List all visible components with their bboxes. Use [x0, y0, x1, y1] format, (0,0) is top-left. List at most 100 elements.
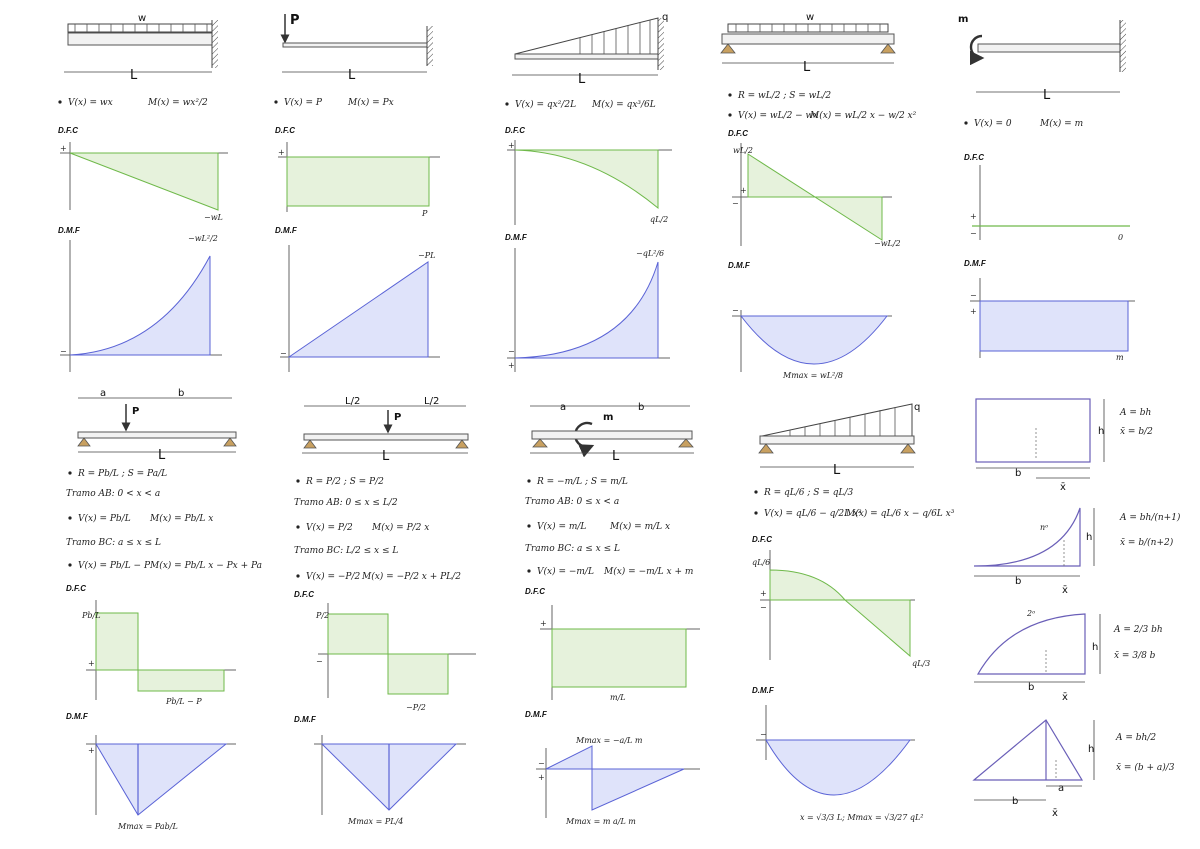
dfc-value-2: − — [316, 657, 323, 666]
span-label: L — [348, 68, 356, 83]
parab-area: A = 2/3 bh — [1113, 625, 1163, 635]
moment-diagram — [287, 261, 429, 358]
parab-b: b — [1028, 682, 1034, 693]
parab-x: x̄ — [1062, 692, 1068, 703]
load-label: P — [132, 406, 139, 417]
dmf-value-3: + — [538, 773, 545, 782]
triangular-load — [761, 403, 913, 437]
moment-diagram — [979, 300, 1129, 352]
beam-1: w L V(x) = wx M(x) = wx²/2 D.F.C + −wL D… — [58, 13, 228, 372]
formula-V-BC: V(x) = −P/2 — [306, 571, 360, 582]
dmf-value-2: Mmax = wL²/8 — [782, 371, 843, 380]
dfc-value-2: + — [760, 589, 767, 598]
left-support — [758, 443, 774, 454]
dfc-title: D.F.C — [752, 535, 772, 544]
dfc-value-1: Pb/L — [81, 611, 101, 620]
dfc-title: D.F.C — [294, 590, 314, 599]
curve-area: A = bh/(n+1) — [1119, 512, 1181, 523]
dfc-value-2: P — [421, 209, 428, 218]
dmf-value-1: −wL²/2 — [188, 234, 218, 243]
tri-area: A = bh/2 — [1115, 733, 1156, 743]
dfc-value-1: + — [278, 148, 285, 157]
beam-7: L/2 L/2 P L R = P/2 ; S = P/2 Tramo AB: … — [294, 396, 476, 826]
span-label: L — [803, 60, 811, 75]
beam-body — [282, 42, 428, 48]
parab-h: h — [1092, 642, 1098, 653]
dim-left: L/2 — [345, 396, 360, 407]
shear-diagram-positive — [769, 569, 847, 601]
shear-diagram-negative — [387, 653, 449, 695]
load-label: P — [394, 412, 401, 423]
beam-8: a b m L R = −m/L ; S = m/L Tramo AB: 0 ≤… — [525, 402, 700, 826]
dfc-value-1: + — [540, 619, 547, 628]
moment-diagram — [514, 261, 659, 359]
formula-M: M(x) = qL/6 x − q/6L x³ — [845, 508, 955, 519]
formula-reactions: R = wL/2 ; S = wL/2 — [737, 91, 831, 101]
dfc-value-1: P/2 — [315, 611, 329, 620]
beam-4: w L R = wL/2 ; S = wL/2 V(x) = wL/2 − wx… — [720, 12, 917, 380]
load-label: w — [806, 12, 814, 23]
right-support — [678, 438, 694, 448]
formula-V-BC: V(x) = Pb/L − P — [78, 560, 151, 571]
formula-M-BC: M(x) = −P/2 x + PL/2 — [361, 571, 461, 582]
beam-body — [977, 43, 1121, 53]
dmf-value-2: Mmax = Pab/L — [117, 822, 178, 831]
formula-M: M(x) = m — [1039, 118, 1083, 129]
dmf-title: D.M.F — [964, 259, 987, 268]
dim-b: b — [638, 402, 644, 413]
dfc-title: D.F.C — [964, 153, 984, 162]
span-label: L — [158, 448, 166, 463]
dmf-value-3: m — [1116, 353, 1124, 362]
moment-diagram-negative — [591, 768, 685, 811]
left-support — [532, 438, 548, 448]
dfc-title: D.F.C — [58, 126, 78, 135]
moment-diagram-positive — [545, 745, 593, 770]
shear-diagram-positive — [327, 613, 389, 655]
dmf-value-2: − — [60, 347, 67, 356]
dfc-value-2: − — [970, 229, 977, 238]
curve-x: x̄ — [1062, 585, 1068, 596]
rect-area: A = bh — [1119, 408, 1151, 418]
tramo-AB: Tramo AB: 0 ≤ x < a — [525, 497, 619, 507]
dmf-value-2: − — [538, 759, 545, 768]
formula-V: V(x) = qx²/2L — [515, 99, 576, 110]
formula-M-AB: M(x) = P/2 x — [371, 522, 429, 533]
dfc-value-3: −P/2 — [406, 703, 426, 712]
beam-body — [67, 32, 213, 46]
span-label: L — [578, 72, 586, 87]
dfc-value-2: qL/2 — [650, 215, 668, 224]
dmf-value-2: + — [970, 307, 977, 316]
beam-body — [514, 53, 659, 60]
load-label: w — [138, 13, 146, 24]
dfc-value-3: − — [732, 199, 739, 208]
curve-h: h — [1086, 532, 1092, 543]
dmf-title: D.M.F — [752, 686, 775, 695]
formula-M-BC: M(x) = −m/L x + m — [603, 566, 693, 577]
dmf-value-4: Mmax = m a/L m — [565, 817, 636, 826]
shear-diagram — [69, 152, 219, 211]
load-label: q — [914, 402, 920, 413]
formula-V-AB: V(x) = Pb/L — [78, 513, 131, 524]
dfc-value-1: + — [508, 141, 515, 150]
dmf-value-2: − — [508, 347, 515, 356]
dmf-title: D.M.F — [275, 226, 298, 235]
beam-6: a b P L R = Pb/L ; S = Pa/L Tramo AB: 0 … — [66, 388, 262, 831]
left-support — [303, 439, 317, 449]
dmf-value-2: x = √3/3 L; Mmax = √3/27 qL² — [800, 813, 923, 822]
fixed-support — [1120, 20, 1126, 72]
dfc-value-2: + — [740, 186, 747, 195]
parabola-shape — [976, 613, 1086, 675]
formula-reactions: R = P/2 ; S = P/2 — [305, 477, 384, 487]
moment-diagram — [765, 739, 911, 796]
beam-3: q L V(x) = qx²/2L M(x) = qx³/6L D.F.C + … — [505, 12, 672, 372]
beam-body — [77, 431, 237, 439]
rect-centroid: x̄ = b/2 — [1120, 427, 1153, 437]
dmf-value-1: + — [88, 746, 95, 755]
formula-M: M(x) = wL/2 x − w/2 x² — [809, 110, 917, 121]
moment-diagram — [69, 255, 211, 356]
dmf-title: D.M.F — [728, 261, 751, 270]
beam-9: q L R = qL/6 ; S = qL/3 V(x) = qL/6 − q/… — [752, 402, 955, 822]
moment-diagram — [739, 315, 889, 365]
formula-M-BC: M(x) = Pb/L x − Px + Pa — [149, 560, 262, 571]
beam-body — [759, 435, 915, 445]
